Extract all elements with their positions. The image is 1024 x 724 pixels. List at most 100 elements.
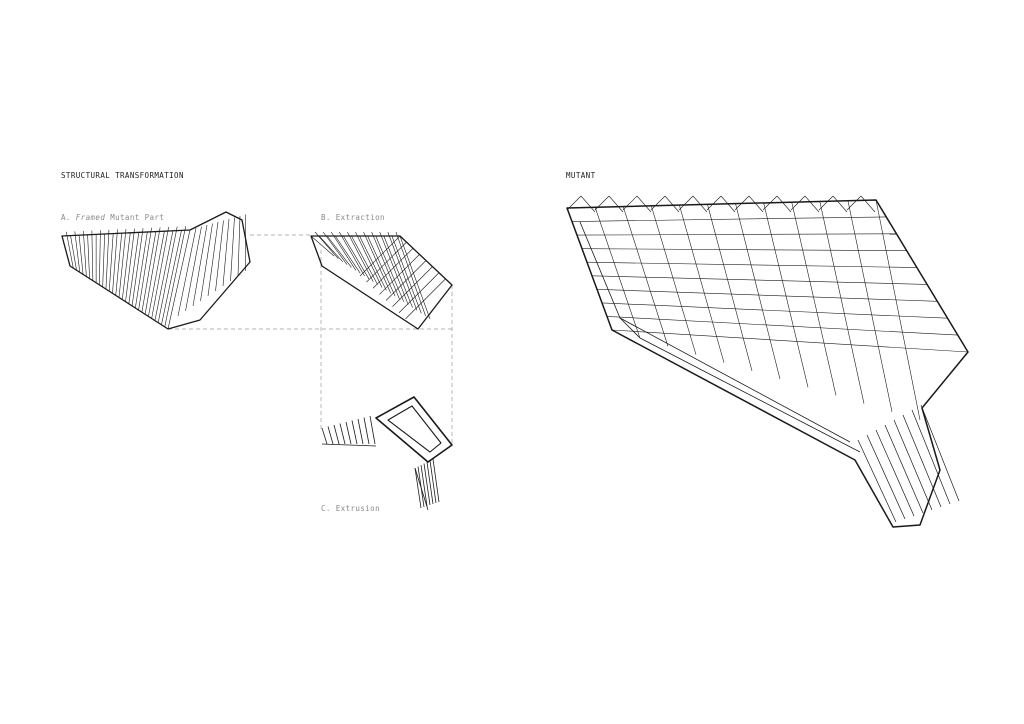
projection-guides	[168, 234, 453, 445]
fin-line	[333, 424, 340, 445]
peak-line	[636, 195, 652, 213]
fin-line	[423, 463, 431, 506]
grid-line	[875, 199, 921, 421]
peak-line	[748, 195, 764, 213]
rib-line	[108, 233, 114, 292]
rib-line	[105, 229, 110, 290]
peak-line	[594, 195, 610, 211]
leg-rib	[911, 409, 951, 505]
rib-line	[395, 231, 426, 317]
framed-mutant-part-drawing	[61, 211, 251, 330]
rib-line	[125, 228, 135, 302]
rib-line	[398, 272, 440, 313]
peak-line	[776, 195, 792, 213]
rib-line	[115, 233, 123, 296]
step-a-italic: Framed	[75, 213, 106, 222]
fin-line	[351, 420, 358, 445]
rib-line	[363, 231, 392, 294]
rib-line	[128, 232, 140, 304]
rib-line	[83, 230, 87, 277]
rib-line	[131, 228, 144, 306]
rib-line	[99, 230, 101, 285]
grid-line	[601, 302, 948, 319]
rib-line	[399, 235, 431, 320]
fin-line	[426, 461, 434, 505]
rib-line	[151, 226, 169, 319]
rib-line	[347, 231, 374, 282]
structural-transformation-title: STRUCTURAL TRANSFORMATION	[61, 171, 184, 180]
rib-line	[118, 228, 127, 298]
mutant-drawing	[566, 195, 969, 528]
peak-line	[832, 195, 848, 213]
rib-line	[144, 227, 161, 315]
leg-rib	[893, 419, 933, 511]
rib-line	[102, 233, 105, 288]
leg-rib	[884, 424, 924, 514]
rib-line	[177, 227, 197, 317]
peak-line	[860, 195, 876, 213]
grid-line	[576, 233, 897, 236]
rib-line	[161, 230, 182, 325]
rib-line	[154, 230, 174, 321]
rib-line	[379, 254, 420, 295]
grid-line	[819, 201, 865, 404]
rib-line	[164, 226, 187, 327]
grid-line	[847, 200, 893, 412]
step-a-prefix: A.	[61, 213, 71, 222]
peak-line	[804, 195, 820, 213]
fin-base-line	[321, 443, 377, 447]
grid-line	[679, 205, 725, 363]
rib-line	[375, 235, 405, 302]
peak-line	[608, 195, 624, 213]
rib-line	[314, 231, 339, 260]
fin-line	[414, 467, 422, 509]
extraction-drawing	[310, 231, 453, 330]
peak-line	[580, 195, 596, 213]
rib-line	[200, 223, 213, 302]
rib-line	[339, 231, 365, 277]
leg-rib	[920, 404, 960, 502]
rib-line	[330, 231, 357, 271]
peak-line	[706, 195, 722, 211]
peak-line	[664, 195, 680, 213]
peak-line	[566, 195, 582, 211]
step-a-label: A. Framed Mutant Part	[61, 213, 164, 222]
fin-line	[327, 426, 334, 445]
peak-line	[762, 195, 778, 211]
rib-line	[87, 234, 90, 279]
rib-line	[310, 235, 335, 257]
rib-line	[78, 235, 84, 275]
rib-line	[385, 260, 427, 301]
peak-line	[818, 195, 834, 211]
grid-line	[606, 316, 958, 336]
grid-line	[791, 202, 837, 396]
grid-line	[594, 207, 641, 339]
fin-line	[432, 458, 440, 503]
rib-line	[207, 221, 219, 297]
peak-line	[720, 195, 736, 213]
fin-line	[321, 427, 328, 445]
mutant-title: MUTANT	[566, 171, 596, 180]
rib-line	[371, 231, 400, 300]
rib-line	[91, 230, 94, 281]
grid-line	[763, 202, 809, 388]
rib-line	[351, 235, 378, 285]
rib-line	[391, 235, 422, 314]
fin-line	[339, 423, 346, 445]
grid-line	[622, 206, 669, 347]
grid-line	[566, 207, 613, 331]
fin-line	[345, 421, 352, 445]
rib-line	[70, 235, 77, 271]
rib-line	[74, 231, 81, 273]
rib-line	[215, 220, 224, 292]
rib-line	[343, 235, 370, 280]
peak-line	[622, 195, 638, 211]
grid-line	[581, 248, 907, 251]
rib-line	[366, 241, 407, 283]
grid-line	[611, 329, 969, 353]
leg-rib	[857, 439, 897, 523]
rib-line	[65, 231, 74, 269]
peak-line	[692, 195, 708, 213]
rib-line	[383, 235, 413, 308]
